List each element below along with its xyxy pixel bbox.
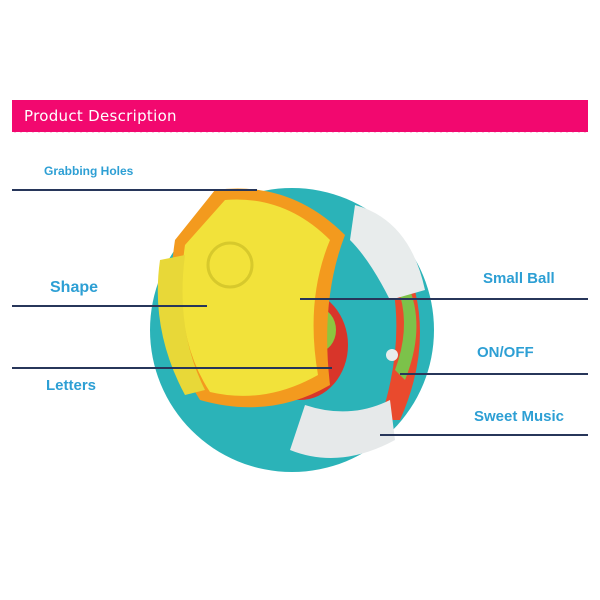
banner-title: Product Description	[24, 107, 177, 125]
label-sweet-music: Sweet Music	[474, 408, 565, 425]
product-description-banner: Product Description	[12, 100, 588, 135]
label-shape: Shape	[50, 279, 99, 296]
grabbing-holes-pointer-line	[12, 189, 257, 191]
label-letters: Letters	[46, 377, 97, 394]
on-off-pointer-line	[400, 373, 588, 375]
letters-pointer-line	[12, 367, 332, 369]
sweet-music-pointer-line	[380, 434, 588, 436]
label-on-off: ON/OFF	[477, 344, 534, 361]
label-grabbing-holes: Grabbing Holes	[44, 164, 134, 178]
banner-scallop-edge	[12, 129, 588, 135]
small-ball-pointer-line	[300, 298, 588, 300]
label-small-ball: Small Ball	[483, 270, 555, 287]
shape-pointer-line	[12, 305, 207, 307]
